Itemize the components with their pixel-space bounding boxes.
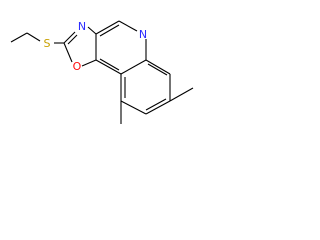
bond-c4-n5 [118,20,138,32]
bond-c7-c8 [145,100,171,115]
bond-c7-c8-double [145,98,167,111]
bond-c5a-c9a [120,59,147,75]
bond-c5a-c6 [145,59,171,75]
bond-c9b-o1 [81,59,97,67]
bond-o1-c2 [63,42,73,63]
bond-ethyl-ch3-ch2 [10,32,28,43]
atom-label-oxazole-nitrogen: N [78,20,86,33]
bond-c3a-c4 [95,20,120,35]
bond-c9a-c9b [95,59,122,75]
pyridine-ring [95,20,147,75]
atom-label-quinoline-nitrogen: N [139,28,147,41]
bond-c7-methyl [169,87,194,102]
bond-n3-c3a [87,26,97,35]
bond-c8-c9 [120,100,147,115]
bond-ethyl-ch2-s [26,32,41,42]
atom-label-sulfur: S [44,37,51,50]
oxazole-ring [63,26,97,67]
bond-c9a-c9b-double [99,58,120,71]
molecule-structure-diagram: S N O N [10,20,194,124]
benzene-ring [120,59,171,115]
ethyl-group [10,32,41,43]
methyl-groups [120,87,194,124]
bond-c3a-c4-double [99,24,120,37]
bond-c2-n3 [63,31,76,44]
bond-c2-n3-double [67,34,78,45]
bond-c5a-c6-double [147,63,168,76]
atom-label-oxygen: O [73,60,82,73]
